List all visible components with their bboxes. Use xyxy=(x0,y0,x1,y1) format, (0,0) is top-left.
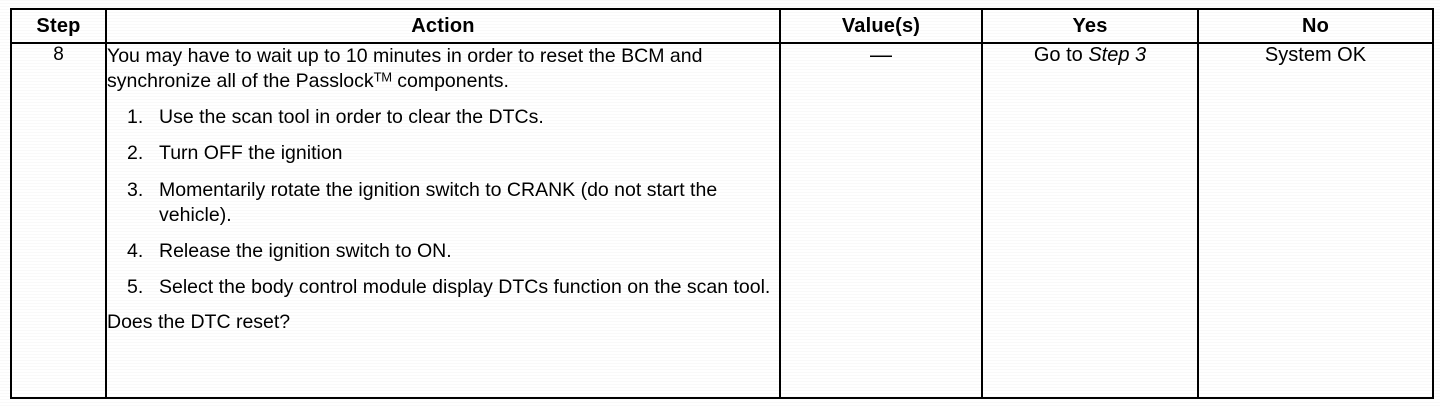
column-header-no: No xyxy=(1197,8,1434,44)
diagnostic-procedure-table: Step Action Value(s) Yes No 8 You may ha… xyxy=(10,8,1434,399)
list-item: Turn OFF the ignition xyxy=(127,141,343,166)
list-item: Select the body control module display D… xyxy=(127,275,771,300)
table-header-row: Step Action Value(s) Yes No xyxy=(10,8,1434,44)
cell-yes: Go to Step 3 xyxy=(981,42,1199,399)
yes-goto-step-reference: Step 3 xyxy=(1088,44,1147,66)
action-intro-paragraph: You may have to wait up to 10 minutes in… xyxy=(107,44,779,94)
cell-step-number: 8 xyxy=(10,42,107,399)
table-row: 8 You may have to wait up to 10 minutes … xyxy=(10,42,1434,399)
action-intro-text: You may have to wait up to 10 minutes in… xyxy=(107,45,703,93)
column-header-yes: Yes xyxy=(981,8,1199,44)
cell-action: You may have to wait up to 10 minutes in… xyxy=(105,42,781,399)
cell-no: System OK xyxy=(1197,42,1434,399)
cell-value: — xyxy=(779,42,983,399)
action-step-list: Use the scan tool in order to clear the … xyxy=(107,105,779,300)
action-question: Does the DTC reset? xyxy=(107,311,291,334)
yes-goto-prefix: Go to xyxy=(1033,44,1089,66)
column-header-action: Action xyxy=(105,8,781,44)
action-intro-text-tail: components. xyxy=(391,70,509,93)
list-item: Momentarily rotate the ignition switch t… xyxy=(127,178,718,226)
column-header-step: Step xyxy=(10,8,107,44)
list-item: Use the scan tool in order to clear the … xyxy=(127,105,544,130)
column-header-values: Value(s) xyxy=(779,8,983,44)
list-item: Release the ignition switch to ON. xyxy=(127,239,452,264)
trademark-symbol: TM xyxy=(373,69,392,85)
